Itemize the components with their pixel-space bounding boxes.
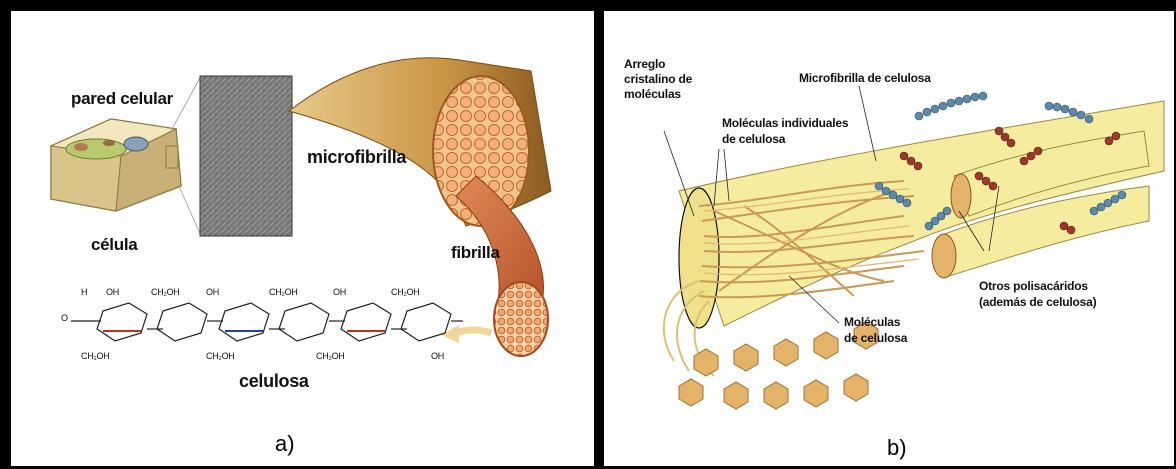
chem-ch2oh-label: CH₂OH xyxy=(151,287,180,297)
chem-o-label: O xyxy=(61,313,68,323)
chem-ch2oh-label: CH₂OH xyxy=(269,287,298,297)
chem-oh-label: OH xyxy=(106,287,119,297)
chem-ch2oh-label: CH₂OH xyxy=(81,351,110,361)
label-arreglo-1: Arreglo xyxy=(624,57,665,72)
label-pared-celular: pared celular xyxy=(71,89,173,109)
caption-a: a) xyxy=(275,431,295,457)
label-otros-polisacaridos-2: (además de celulosa) xyxy=(979,295,1096,310)
cellulose-structure xyxy=(71,303,463,341)
label-moleculas-individuales-2: de celulosa xyxy=(722,132,785,147)
label-arreglo-2: cristalino de xyxy=(624,72,692,87)
chem-oh-label: OH xyxy=(431,351,444,361)
label-celula: célula xyxy=(91,235,137,255)
label-moleculas-celulosa-1: Moléculas xyxy=(844,315,900,330)
microfibril-drawing xyxy=(289,58,551,226)
label-arreglo-3: moléculas xyxy=(624,87,681,102)
chem-oh-label: OH xyxy=(206,287,219,297)
chem-h-label: H xyxy=(81,287,87,297)
panel-b: Arreglo cristalino de moléculas Microfib… xyxy=(604,11,1174,466)
label-microfibrilla-celulosa: Microfibrilla de celulosa xyxy=(799,71,931,86)
panel-a: O OH CH₂OH H CH₂OH OH CH₂OH OH CH₂OH CH₂… xyxy=(11,11,594,466)
arrow-icon xyxy=(441,325,491,343)
cell-wall-micrograph xyxy=(200,76,292,236)
label-celulosa: celulosa xyxy=(239,371,309,392)
label-moleculas-celulosa-2: de celulosa xyxy=(844,331,907,346)
chem-ch2oh-label: CH₂OH xyxy=(391,287,420,297)
chem-ch2oh-label: CH₂OH xyxy=(206,351,235,361)
label-microfibrilla: microfibrilla xyxy=(307,147,406,168)
label-otros-polisacaridos-1: Otros polisacáridos xyxy=(979,279,1088,294)
caption-b: b) xyxy=(887,435,907,461)
chem-ch2oh-label: CH₂OH xyxy=(316,351,345,361)
chem-oh-label: OH xyxy=(333,287,346,297)
label-moleculas-individuales-1: Moléculas individuales xyxy=(722,116,848,131)
label-fibrilla: fibrilla xyxy=(451,243,500,263)
